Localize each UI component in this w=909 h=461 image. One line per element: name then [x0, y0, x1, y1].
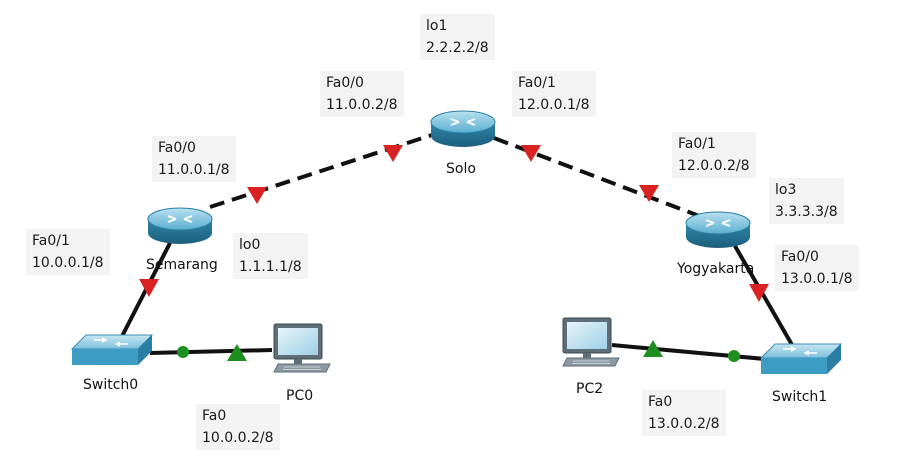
interface-name: Fa0 — [648, 394, 673, 410]
link-solo-yogyakarta[interactable] — [493, 136, 716, 224]
pc-pc0[interactable] — [273, 323, 331, 373]
interface-label-semarang-fa00: Fa0/0 11.0.0.1/8 — [152, 136, 236, 182]
interface-label-semarang-lo0: lo0 1.1.1.1/8 — [233, 233, 308, 279]
status-dot-icon — [728, 350, 740, 362]
interface-label-solo-lo1: lo1 2.2.2.2/8 — [420, 14, 495, 60]
status-up-arrow-icon — [227, 344, 247, 361]
status-up-arrow-icon — [643, 340, 663, 357]
interface-ip: 12.0.0.1/8 — [518, 97, 590, 113]
interface-name: Fa0/0 — [326, 75, 364, 91]
interface-ip: 13.0.0.1/8 — [781, 271, 853, 287]
interface-name: Fa0/0 — [158, 140, 196, 156]
status-down-arrow-icon — [639, 185, 659, 202]
device-name-semarang: Semarang — [146, 257, 218, 273]
status-down-arrow-icon — [521, 145, 541, 162]
interface-ip: 10.0.0.2/8 — [202, 430, 274, 446]
link-semarang-switch0[interactable] — [116, 242, 172, 345]
switch-switch1[interactable] — [759, 343, 843, 374]
interface-label-solo-fa01: Fa0/1 12.0.0.1/8 — [512, 71, 596, 117]
link-switch0-pc0[interactable] — [149, 348, 273, 355]
device-name-solo: Solo — [446, 161, 476, 177]
pc-pc2[interactable] — [562, 317, 620, 367]
interface-ip: 11.0.0.2/8 — [326, 97, 398, 113]
status-down-arrow-icon — [247, 187, 267, 204]
switch-icon — [70, 334, 154, 365]
interface-name: Fa0 — [202, 408, 227, 424]
router-semarang[interactable] — [147, 207, 213, 244]
status-down-arrow-icon — [139, 279, 159, 297]
device-name-pc2: PC2 — [576, 381, 604, 397]
interface-ip: 12.0.0.2/8 — [678, 158, 750, 174]
interface-name: lo1 — [426, 18, 448, 34]
interface-label-semarang-fa01: Fa0/1 10.0.0.1/8 — [26, 229, 110, 275]
device-name-switch0: Switch0 — [83, 377, 139, 393]
interface-ip: 1.1.1.1/8 — [239, 259, 302, 275]
interface-label-yogyakarta-fa01: Fa0/1 12.0.0.2/8 — [672, 132, 756, 178]
router-solo[interactable] — [430, 110, 496, 147]
interface-name: lo0 — [239, 237, 261, 253]
router-yogyakarta[interactable] — [685, 211, 751, 248]
interface-label-solo-fa00: Fa0/0 11.0.0.2/8 — [320, 71, 404, 117]
interface-ip: 11.0.0.1/8 — [158, 162, 230, 178]
interface-ip: 10.0.0.1/8 — [32, 255, 104, 271]
link-status-markers — [139, 145, 769, 362]
status-dot-icon — [177, 346, 189, 358]
interface-label-pc0-fa0: Fa0 10.0.0.2/8 — [196, 404, 280, 450]
router-icon — [430, 110, 496, 147]
switch-icon — [759, 343, 843, 374]
interface-ip: 2.2.2.2/8 — [426, 40, 489, 56]
interface-ip: 13.0.0.2/8 — [648, 416, 720, 432]
interface-name: Fa0/1 — [32, 233, 70, 249]
interface-ip: 3.3.3.3/8 — [775, 204, 838, 220]
interface-label-yogyakarta-lo3: lo3 3.3.3.3/8 — [769, 178, 844, 224]
router-icon — [147, 207, 213, 244]
status-down-arrow-icon — [749, 284, 769, 302]
interface-name: Fa0/1 — [678, 136, 716, 152]
device-name-pc0: PC0 — [286, 388, 314, 404]
interface-name: Fa0/1 — [518, 75, 556, 91]
pc-icon — [562, 317, 620, 367]
switch-switch0[interactable] — [70, 334, 154, 365]
interface-label-pc2-fa0: Fa0 13.0.0.2/8 — [642, 390, 726, 436]
link-yogyakarta-switch1[interactable] — [733, 245, 797, 351]
router-icon — [685, 211, 751, 248]
device-name-yogyakarta: Yogyakarta — [677, 261, 755, 277]
device-name-switch1: Switch1 — [772, 389, 828, 405]
pc-icon — [273, 323, 331, 373]
interface-label-yogyakarta-fa00: Fa0/0 13.0.0.1/8 — [775, 245, 859, 291]
link-pc2-switch1[interactable] — [611, 343, 766, 361]
interface-name: Fa0/0 — [781, 249, 819, 265]
interface-name: lo3 — [775, 182, 797, 198]
status-down-arrow-icon — [383, 145, 403, 162]
